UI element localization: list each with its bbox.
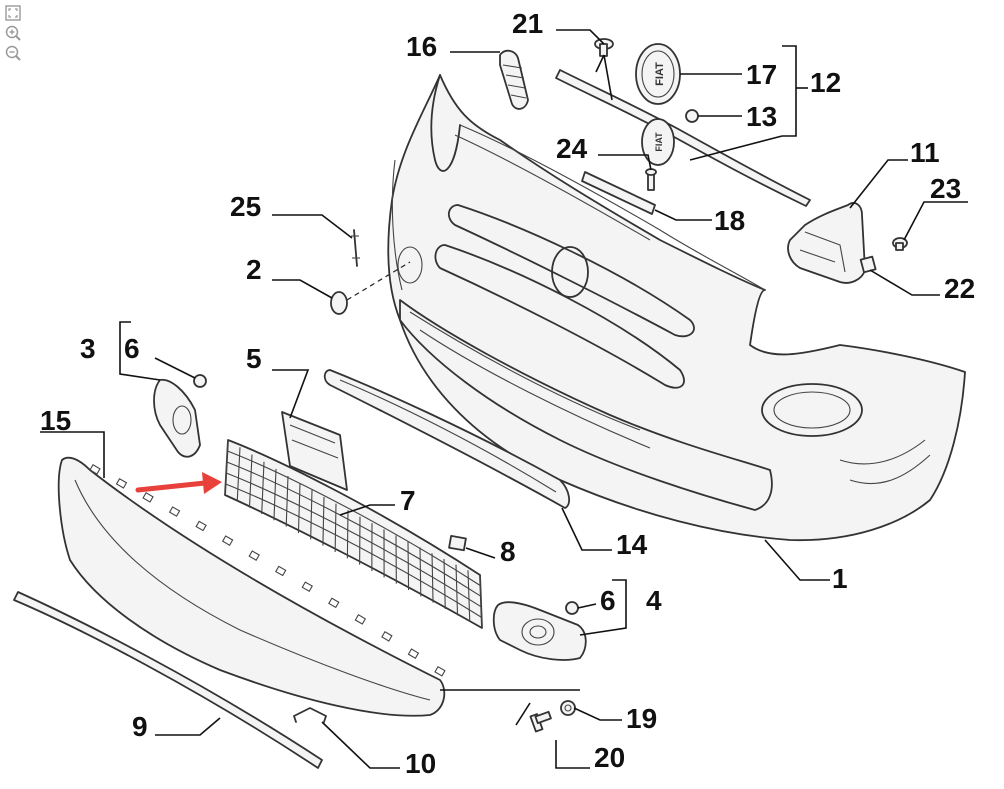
part-16-small-grille — [499, 49, 529, 110]
mesh-line — [346, 510, 349, 559]
label-22: 22 — [944, 273, 975, 304]
label-18: 18 — [714, 205, 745, 236]
part-7-mesh-grille — [224, 439, 483, 629]
label-11: 11 — [910, 137, 940, 168]
label-4: 4 — [646, 585, 662, 616]
label-7: 7 — [400, 485, 416, 516]
mesh-line — [225, 483, 482, 618]
mesh-line — [273, 468, 277, 521]
label-23: 23 — [930, 173, 961, 204]
mesh-line — [224, 439, 229, 496]
label-17: 17 — [746, 59, 777, 90]
mesh-line — [419, 547, 422, 597]
assembly-line-2 — [346, 261, 411, 301]
label-1: 1 — [832, 563, 848, 594]
mesh-line — [226, 461, 482, 597]
badge-text-upper: FIAT — [654, 62, 666, 86]
label-9: 9 — [132, 711, 148, 742]
part-17-badge: FIAT — [635, 43, 681, 105]
label-19: 19 — [626, 703, 657, 734]
trim-tab — [381, 630, 393, 642]
part-6-nut-upper — [193, 374, 207, 388]
mesh-line — [431, 553, 434, 603]
part-19-nut — [560, 700, 576, 716]
label-6a: 6 — [124, 333, 140, 364]
trim-tab — [275, 565, 287, 577]
part-24-stud — [645, 168, 657, 191]
part-14-strip — [323, 369, 571, 509]
trim-tab — [115, 478, 128, 489]
highlight-arrow — [135, 472, 222, 494]
mesh-line — [227, 450, 481, 587]
mesh-line — [467, 570, 471, 622]
fit-screen-icon[interactable] — [4, 4, 22, 22]
part-8-clip — [448, 534, 467, 552]
mesh-line — [297, 483, 301, 534]
trim-tab — [89, 464, 101, 475]
trim-tab — [301, 581, 313, 593]
label-5: 5 — [246, 343, 262, 374]
callout-labels: 1 2 3 4 5 6 6 7 8 9 10 11 12 13 14 15 16… — [40, 8, 975, 779]
trim-tab — [328, 597, 340, 609]
trim-tab — [248, 550, 260, 561]
part-9-lower-strip — [13, 591, 323, 769]
label-6b: 6 — [600, 585, 616, 616]
trim-tab — [195, 520, 207, 532]
part-1-bumper — [387, 74, 966, 542]
mesh-line — [310, 490, 313, 540]
part-21-screw — [594, 38, 614, 57]
part-11-bracket — [787, 202, 866, 284]
label-13: 13 — [746, 101, 777, 132]
part-25-pin — [351, 229, 360, 267]
label-8: 8 — [500, 536, 516, 567]
trim-tab — [434, 665, 446, 677]
part-13-nut — [685, 109, 699, 123]
leader-lines — [40, 29, 968, 769]
mesh-line — [455, 564, 459, 616]
viewer-toolbar — [4, 4, 26, 64]
label-2: 2 — [246, 254, 262, 285]
part-2-cap — [330, 291, 348, 315]
part-22-clip — [859, 255, 877, 274]
mesh-line — [407, 541, 410, 591]
part-3-bracket-left — [153, 378, 201, 458]
label-14: 14 — [616, 529, 648, 560]
badge-text-lower: FIAT — [654, 132, 664, 152]
label-25: 25 — [230, 191, 261, 222]
zoom-in-icon[interactable] — [4, 24, 22, 42]
part-20-bolt — [529, 710, 552, 733]
trim-tab — [221, 535, 234, 546]
zoom-out-icon[interactable] — [4, 44, 22, 62]
mesh-line — [334, 503, 337, 553]
part-4-fog-bezel — [492, 601, 587, 661]
mesh-line — [479, 575, 483, 629]
label-16: 16 — [406, 31, 437, 62]
trim-tab — [168, 506, 181, 517]
part-10-clip — [293, 707, 327, 723]
trim-tab — [142, 492, 154, 503]
mesh-line — [322, 496, 325, 546]
part-6-nut-lower — [565, 601, 579, 615]
trim-tab — [354, 614, 367, 625]
label-3: 3 — [80, 333, 96, 364]
part-12-lower-badge: FIAT — [641, 118, 675, 166]
mesh-line — [285, 476, 289, 527]
label-12: 12 — [810, 67, 841, 98]
label-24: 24 — [556, 133, 588, 164]
label-20: 20 — [594, 742, 625, 773]
part-18-strip — [581, 171, 656, 215]
label-10: 10 — [405, 748, 436, 779]
part-12-upper-trim — [555, 69, 811, 207]
label-15: 15 — [40, 405, 71, 436]
mesh-line — [225, 472, 482, 608]
part-23-clip — [892, 237, 908, 251]
trim-tab — [407, 648, 420, 660]
label-21: 21 — [512, 8, 543, 39]
part-15-lower-trim — [57, 456, 446, 717]
part-5-plate — [281, 411, 348, 491]
mesh-line — [248, 454, 253, 508]
mesh-line — [261, 461, 265, 515]
